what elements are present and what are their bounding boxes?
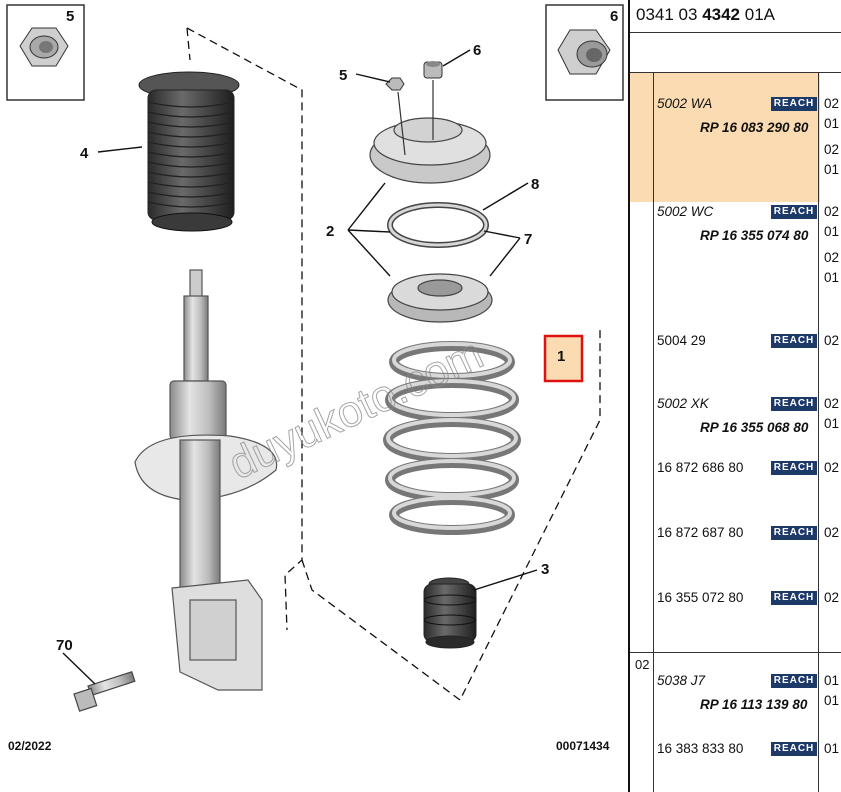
inset-right-label: 6: [610, 8, 618, 25]
quantity-value: 02: [824, 396, 840, 411]
quantity-value: 02: [824, 525, 840, 540]
callout-6: 6: [473, 42, 481, 59]
reach-badge: REACH: [771, 526, 817, 540]
quantity-value: 02: [824, 96, 840, 111]
parts-list-panel: 0341 03 4342 01A 01 5002 WA REACH RP 16 083…: [628, 0, 841, 792]
nut-part-6: [423, 61, 443, 79]
part-code[interactable]: 16 872 687 80: [657, 525, 744, 540]
quantity-value: 01: [824, 673, 840, 688]
part-code[interactable]: 5038 J7: [657, 673, 706, 688]
part-number[interactable]: RP 16 355 074 80: [700, 228, 809, 243]
part-code[interactable]: 5002 WC: [657, 204, 714, 219]
seal-ring-part-8: [387, 202, 489, 248]
callout-4: 4: [80, 145, 89, 162]
part-number[interactable]: RP 16 083 290 80: [700, 120, 809, 135]
quantity-value: 01: [824, 162, 840, 177]
part-number[interactable]: RP 16 355 068 80: [700, 420, 809, 435]
quantity-value: 02: [824, 204, 840, 219]
callout-70: 70: [56, 637, 73, 654]
reach-badge: REACH: [771, 591, 817, 605]
reach-badge: REACH: [771, 742, 817, 756]
quantity-value: 02: [824, 460, 840, 475]
reach-badge: REACH: [771, 97, 817, 111]
highlighted-row: [630, 73, 820, 202]
part-number[interactable]: RP 16 113 139 80: [700, 697, 808, 712]
quantity-value: 01: [824, 116, 840, 131]
assembly-dashed-outline: [186, 27, 601, 701]
part-code[interactable]: 16 383 833 80: [657, 741, 744, 756]
group-label: 02: [635, 657, 650, 672]
reference-number: 0341 03 4342 01A: [636, 5, 775, 24]
inset-nut-6: 6: [545, 4, 624, 101]
footer-code: 00071434: [556, 739, 610, 753]
quantity-value: 01: [824, 416, 840, 431]
spring-seat-part-7: [387, 273, 493, 323]
quantity-value: 01: [824, 270, 840, 285]
part-code[interactable]: 5002 WA: [657, 96, 713, 111]
footer-date: 02/2022: [8, 739, 52, 753]
reach-badge: REACH: [771, 205, 817, 219]
reach-badge: REACH: [771, 461, 817, 475]
inset-nut-5: 5: [6, 4, 85, 101]
part-code[interactable]: 16 872 686 80: [657, 460, 744, 475]
part-code[interactable]: 5004 29: [657, 333, 706, 348]
callout-7: 7: [524, 231, 532, 248]
quantity-value: 01: [824, 224, 840, 239]
quantity-value: 01: [824, 693, 840, 708]
part-code[interactable]: 5002 XK: [657, 396, 709, 411]
callout-1-highlight[interactable]: 1: [543, 334, 584, 383]
callout-1: 1: [557, 348, 565, 365]
reach-badge: REACH: [771, 397, 817, 411]
group-divider: [630, 652, 841, 653]
top-mount: [369, 80, 491, 184]
group-divider: [630, 72, 841, 73]
quantity-value: 01: [824, 741, 840, 756]
nut-part-5: [385, 77, 405, 91]
parts-diagram: 5 6: [6, 4, 624, 753]
bump-stop-part-3: [423, 577, 477, 649]
callout-3: 3: [541, 561, 549, 578]
quantity-value: 02: [824, 590, 840, 605]
callout-2: 2: [326, 223, 334, 240]
quantity-value: 02: [824, 142, 840, 157]
bolt-part-70: [73, 671, 136, 712]
reach-badge: REACH: [771, 674, 817, 688]
quantity-value: 02: [824, 250, 840, 265]
part-code[interactable]: 16 355 072 80: [657, 590, 744, 605]
shock-absorber-strut: [134, 269, 278, 691]
column-divider: [653, 72, 654, 792]
callout-8: 8: [531, 176, 539, 193]
leader-lines: [62, 49, 538, 685]
reach-badge: REACH: [771, 334, 817, 348]
column-divider: [818, 72, 819, 792]
quantity-value: 02: [824, 333, 840, 348]
callout-5: 5: [339, 67, 347, 84]
inset-left-label: 5: [66, 8, 74, 25]
dust-boot-part-4: [138, 71, 240, 232]
